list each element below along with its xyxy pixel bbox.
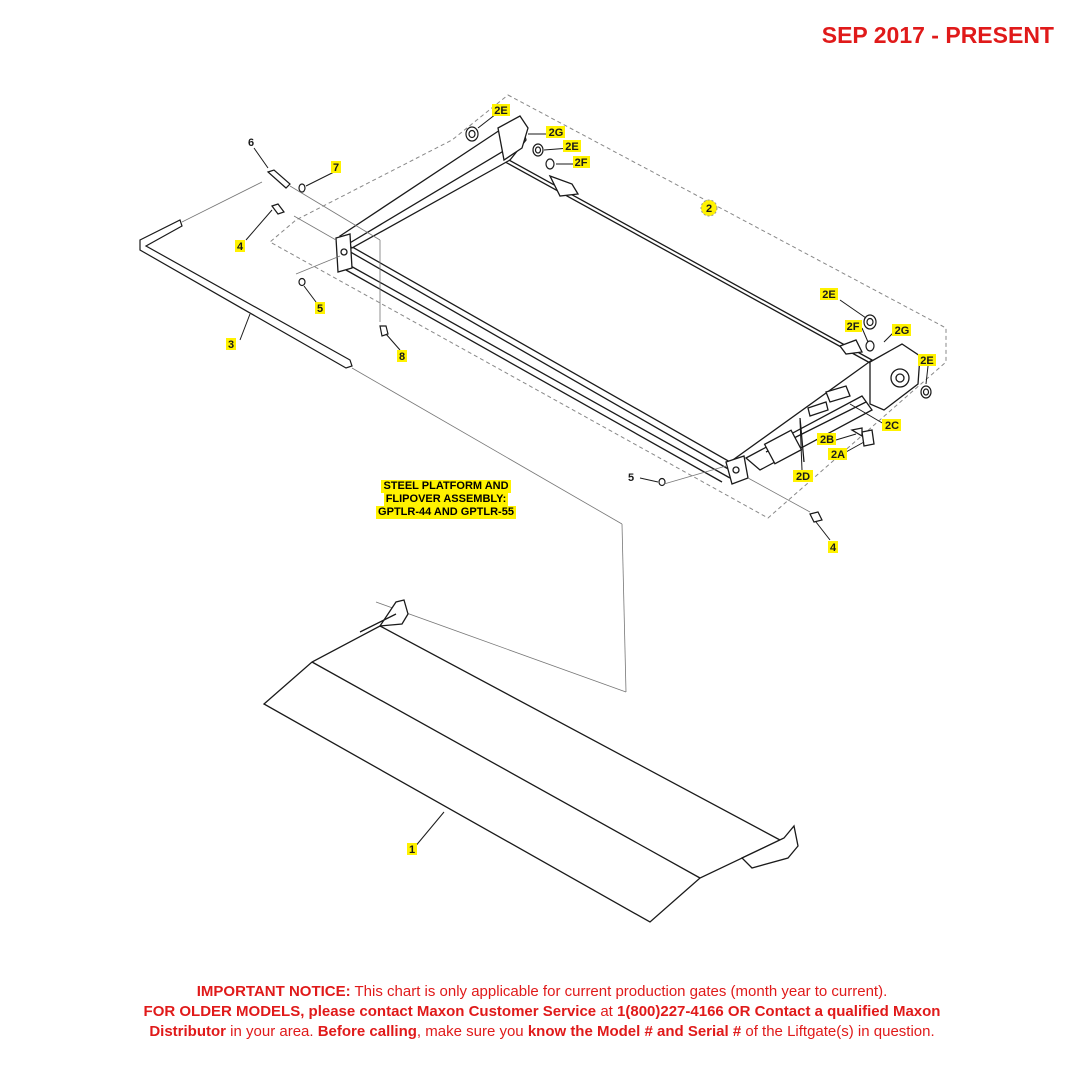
callout-5-a-highlight	[315, 302, 325, 314]
notice-text-3: in your area.	[226, 1023, 318, 1040]
callout-2a: 2A	[831, 449, 845, 461]
reference-lines	[181, 181, 811, 693]
part-1-platform	[262, 599, 799, 923]
callout-4-a: 4	[237, 241, 244, 253]
notice-text-1: This chart is only applicable for curren…	[350, 983, 888, 1000]
callout-5-a: 5	[317, 303, 323, 315]
callout-2e-b: 2E	[565, 141, 578, 153]
callout-2: 2	[706, 203, 712, 215]
assembly-label: STEEL PLATFORM AND FLIPOVER ASSEMBLY: GP…	[372, 480, 520, 519]
notice-text-5: of the Liftgate(s) in question.	[741, 1023, 935, 1040]
notice-text-2: at	[596, 1003, 618, 1020]
callout-2f-b: 2F	[847, 321, 860, 333]
callout-7: 7	[333, 162, 339, 174]
important-notice: IMPORTANT NOTICE: This chart is only app…	[60, 982, 1024, 1042]
notice-distributor: Distributor	[149, 1023, 226, 1040]
notice-phone: 1(800)227-4166 OR Contact a qualified Ma…	[617, 1003, 941, 1020]
callout-2g-b-highlight	[892, 324, 911, 336]
callout-2b: 2B	[820, 434, 834, 446]
callout-2g-a-highlight	[546, 126, 565, 138]
leader-lines	[239, 113, 929, 849]
callout-1: 1	[409, 844, 415, 856]
callout-2e-b-highlight	[563, 140, 581, 152]
assembly-label-line-1: STEEL PLATFORM AND	[381, 480, 511, 493]
flipover-frame	[335, 115, 921, 485]
hardware-parts	[266, 126, 932, 523]
callout-1-highlight	[407, 843, 417, 855]
callout-3-highlight	[226, 338, 236, 350]
callouts: 6 7 4 5 3 8 2E 2G 2E 2F 2 2E 2F 2G 2E 2C…	[226, 104, 936, 856]
callout-2c: 2C	[885, 420, 899, 432]
callout-2g-b: 2G	[895, 325, 910, 337]
notice-model-serial: know the Model # and Serial #	[527, 1023, 742, 1040]
assembly-2-boundary	[269, 94, 947, 519]
callout-6: 6	[248, 137, 254, 149]
part-3-rod	[139, 219, 353, 369]
callout-8-highlight	[397, 350, 407, 362]
callout-2e-c: 2E	[822, 289, 835, 301]
assembly-label-line-3: GPTLR-44 AND GPTLR-55	[376, 506, 516, 519]
callout-2g-a: 2G	[549, 127, 564, 139]
callout-4-a-highlight	[235, 240, 245, 252]
date-range-header: SEP 2017 - PRESENT	[821, 22, 1054, 48]
callout-2e-d: 2E	[920, 355, 933, 367]
callout-2c-highlight	[882, 419, 901, 431]
notice-before-calling: Before calling	[317, 1023, 417, 1040]
callout-2a-highlight	[828, 448, 847, 460]
callout-4-b-highlight	[828, 541, 838, 553]
callout-2f-a: 2F	[575, 157, 588, 169]
callout-2e-c-highlight	[820, 288, 838, 300]
callout-2e-d-highlight	[918, 354, 936, 366]
callout-4-b: 4	[830, 542, 837, 554]
callout-2b-highlight	[817, 433, 836, 445]
callout-2f-b-highlight	[845, 320, 862, 332]
callout-2d-highlight	[793, 470, 813, 482]
callout-2f-a-highlight	[573, 156, 590, 168]
callout-2-highlight	[701, 200, 717, 216]
assembly-label-line-2: FLIPOVER ASSEMBLY:	[383, 493, 509, 506]
callout-5-b: 5	[628, 472, 634, 484]
callout-3: 3	[228, 339, 234, 351]
callout-8: 8	[399, 351, 405, 363]
callout-2d: 2D	[796, 471, 810, 483]
notice-text-4: , make sure you	[416, 1023, 528, 1040]
notice-heading: IMPORTANT NOTICE:	[196, 983, 351, 1000]
notice-older-models: FOR OLDER MODELS, please contact Maxon C…	[143, 1003, 597, 1020]
callout-2e-a: 2E	[494, 105, 507, 117]
callout-7-highlight	[331, 161, 341, 173]
callout-2e-a-highlight	[492, 104, 510, 116]
